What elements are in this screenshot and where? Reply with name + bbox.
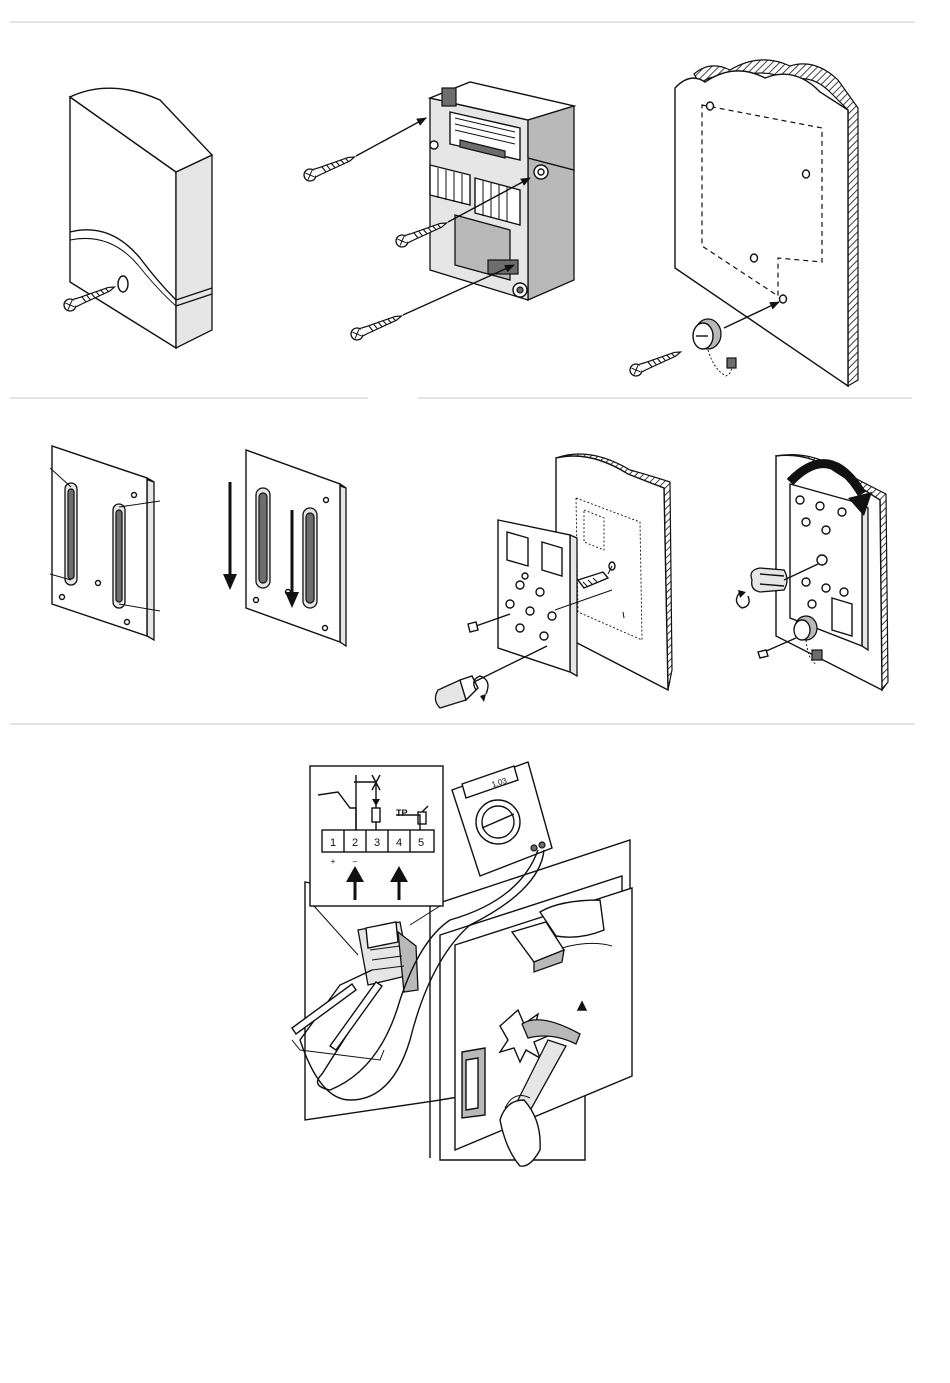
multimeter-icon: 1.03 bbox=[452, 762, 552, 876]
terminal-4: 4 bbox=[396, 837, 402, 849]
minus-label: – bbox=[353, 857, 358, 866]
terminal-2: 2 bbox=[352, 837, 358, 849]
screw-icon bbox=[302, 151, 357, 182]
figure-cover-box bbox=[62, 88, 212, 348]
anchor-plug-icon bbox=[693, 319, 736, 376]
arrow-down-icon bbox=[223, 574, 237, 590]
screw-icon bbox=[349, 310, 404, 341]
screw-icon bbox=[628, 346, 683, 377]
figure-plate-slots bbox=[50, 446, 160, 640]
terminal-3: 3 bbox=[374, 837, 380, 849]
terminal-block: 1 2 3 4 5 bbox=[322, 830, 434, 852]
figure-test: TP 1 2 3 4 5 + – 1.03 bbox=[292, 762, 632, 1166]
figure-wall-template bbox=[628, 60, 858, 386]
plus-label: + bbox=[331, 857, 336, 866]
figure-plate-rotate bbox=[736, 455, 888, 690]
terminal-5: 5 bbox=[418, 837, 424, 849]
figure-plate-arrows bbox=[223, 450, 346, 646]
tp-label: TP bbox=[396, 808, 408, 818]
terminal-1: 1 bbox=[330, 837, 336, 849]
figure-plate-mount bbox=[435, 454, 672, 708]
figure-control-module bbox=[302, 82, 574, 342]
